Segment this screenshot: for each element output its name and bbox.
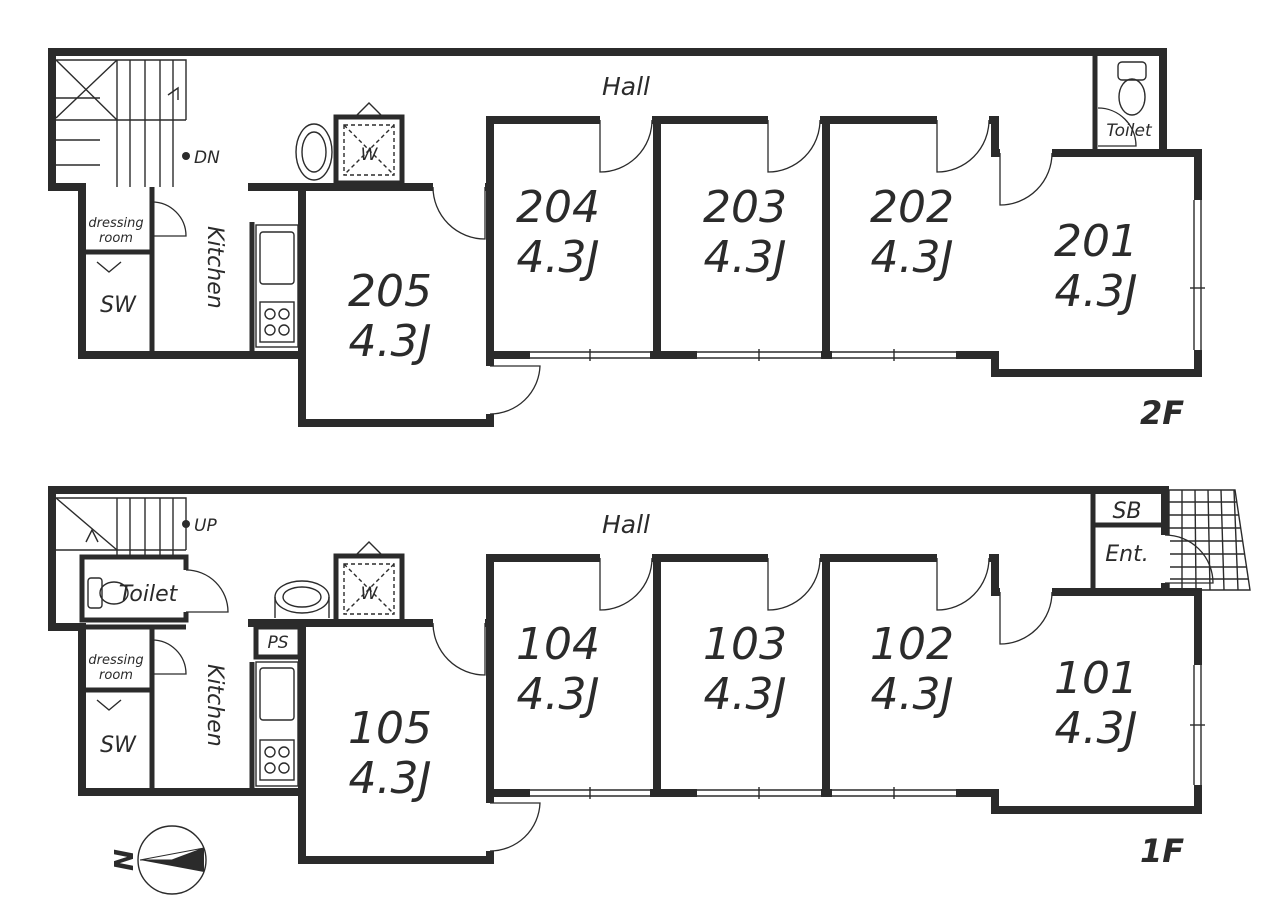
sw-arrow-icon xyxy=(96,261,122,273)
toilet-tank-icon xyxy=(1117,61,1147,81)
dressing-room-label: room xyxy=(99,668,133,683)
kitchen-label: Kitchen xyxy=(202,664,227,747)
kitchen-counter xyxy=(255,224,299,348)
room-101-walls xyxy=(991,588,1202,814)
sink-icon xyxy=(259,667,295,721)
room-204-number: 204 xyxy=(516,182,600,233)
room-104-door xyxy=(599,557,653,611)
room-103-number: 103 xyxy=(703,619,787,670)
floor-label: 2F xyxy=(1140,394,1184,432)
compass-icon: N xyxy=(110,825,207,895)
stair-direction-label: UP xyxy=(194,516,217,536)
kitchen-counter xyxy=(255,661,299,787)
toilet-walls xyxy=(1092,52,1163,156)
closet-walls xyxy=(79,187,155,355)
stair-direction-dot xyxy=(182,152,190,160)
room-204-door xyxy=(599,119,653,173)
entrance-door xyxy=(1164,534,1214,584)
room-105-number: 105 xyxy=(348,703,432,754)
room-203-door xyxy=(767,119,821,173)
dressing-room-label: dressing xyxy=(88,653,143,668)
toilet-door xyxy=(185,569,229,613)
room-201-size: 4.3J xyxy=(1055,266,1138,317)
floor-label: 1F xyxy=(1140,832,1184,870)
compass-north-label: N xyxy=(110,849,140,871)
washer-label: W xyxy=(361,145,379,165)
toilet-door xyxy=(1097,107,1137,147)
stair-direction-label: DN xyxy=(194,148,220,168)
room-205-number: 205 xyxy=(348,266,432,317)
room-205-balcony-door xyxy=(489,365,541,415)
entrance-porch-grid xyxy=(1168,489,1251,591)
room-101-size: 4.3J xyxy=(1055,703,1138,754)
room-203-number: 203 xyxy=(703,182,787,233)
toilet-label: Toilet xyxy=(119,582,179,607)
sw-label: SW xyxy=(100,733,137,758)
kitchen-label: Kitchen xyxy=(202,226,227,309)
toilet-walls xyxy=(79,554,189,623)
hall-label: Hall xyxy=(602,510,650,539)
closet-walls xyxy=(79,624,186,792)
wash-basin-icon xyxy=(295,123,333,181)
room-103-size: 4.3J xyxy=(704,669,787,720)
stove-icon xyxy=(259,301,295,343)
room-202-number: 202 xyxy=(870,182,954,233)
toilet-bowl-icon xyxy=(99,581,129,605)
washer-space xyxy=(333,114,405,186)
room-101-number: 101 xyxy=(1054,653,1138,704)
room-104-size: 4.3J xyxy=(517,669,600,720)
toilet-label: Toilet xyxy=(1106,121,1153,141)
room-101-door xyxy=(999,591,1053,645)
staircase: UP xyxy=(55,497,217,555)
ps-label: PS xyxy=(267,633,288,653)
room-202-door xyxy=(936,119,990,173)
room-105-door xyxy=(432,622,486,676)
sw-arrow-icon xyxy=(96,699,122,711)
sb-label: SB xyxy=(1112,499,1141,524)
room-104-number: 104 xyxy=(516,619,600,670)
stair-direction-dot xyxy=(182,520,190,528)
floor-2f: DN dressing room SW Kitchen W 20 xyxy=(48,48,1205,432)
staircase: DN xyxy=(55,59,220,187)
washer-space xyxy=(333,553,405,625)
windows-1f xyxy=(530,787,956,799)
room-102-size: 4.3J xyxy=(871,669,954,720)
floor-1f: UP Toilet dressing room SW Kitchen PS xyxy=(48,486,1251,870)
room-205-door xyxy=(432,186,486,240)
room-divider-walls xyxy=(653,554,999,797)
room-201-door xyxy=(999,152,1053,206)
dressing-room-label: room xyxy=(99,231,133,246)
room-105-balcony-door xyxy=(489,802,541,852)
room-103-door xyxy=(767,557,821,611)
room-205-size: 4.3J xyxy=(349,316,432,367)
entrance-label: Ent. xyxy=(1105,542,1148,567)
hall-label: Hall xyxy=(602,72,650,101)
room-105-size: 4.3J xyxy=(349,753,432,804)
dressing-room-door xyxy=(151,639,187,675)
sw-label: SW xyxy=(100,293,137,318)
toilet-tank-icon xyxy=(87,577,103,609)
washer-label: W xyxy=(361,584,379,604)
room-divider-walls xyxy=(653,116,999,359)
washer-arrow-icon xyxy=(356,541,382,555)
toilet-bowl-icon xyxy=(1118,78,1146,116)
entrance-walls xyxy=(1090,490,1165,590)
room-201-number: 201 xyxy=(1054,216,1138,267)
room-204-size: 4.3J xyxy=(517,232,600,283)
room-203-size: 4.3J xyxy=(704,232,787,283)
washer-arrow-icon xyxy=(356,102,382,116)
room-102-door xyxy=(936,557,990,611)
stove-icon xyxy=(259,739,295,781)
outer-wall xyxy=(48,48,1167,157)
dressing-room-door xyxy=(151,201,187,237)
dressing-room-label: dressing xyxy=(88,216,143,231)
room-202-size: 4.3J xyxy=(871,232,954,283)
sink-icon xyxy=(259,231,295,285)
windows-2f xyxy=(530,349,956,361)
room-102-number: 102 xyxy=(870,619,954,670)
